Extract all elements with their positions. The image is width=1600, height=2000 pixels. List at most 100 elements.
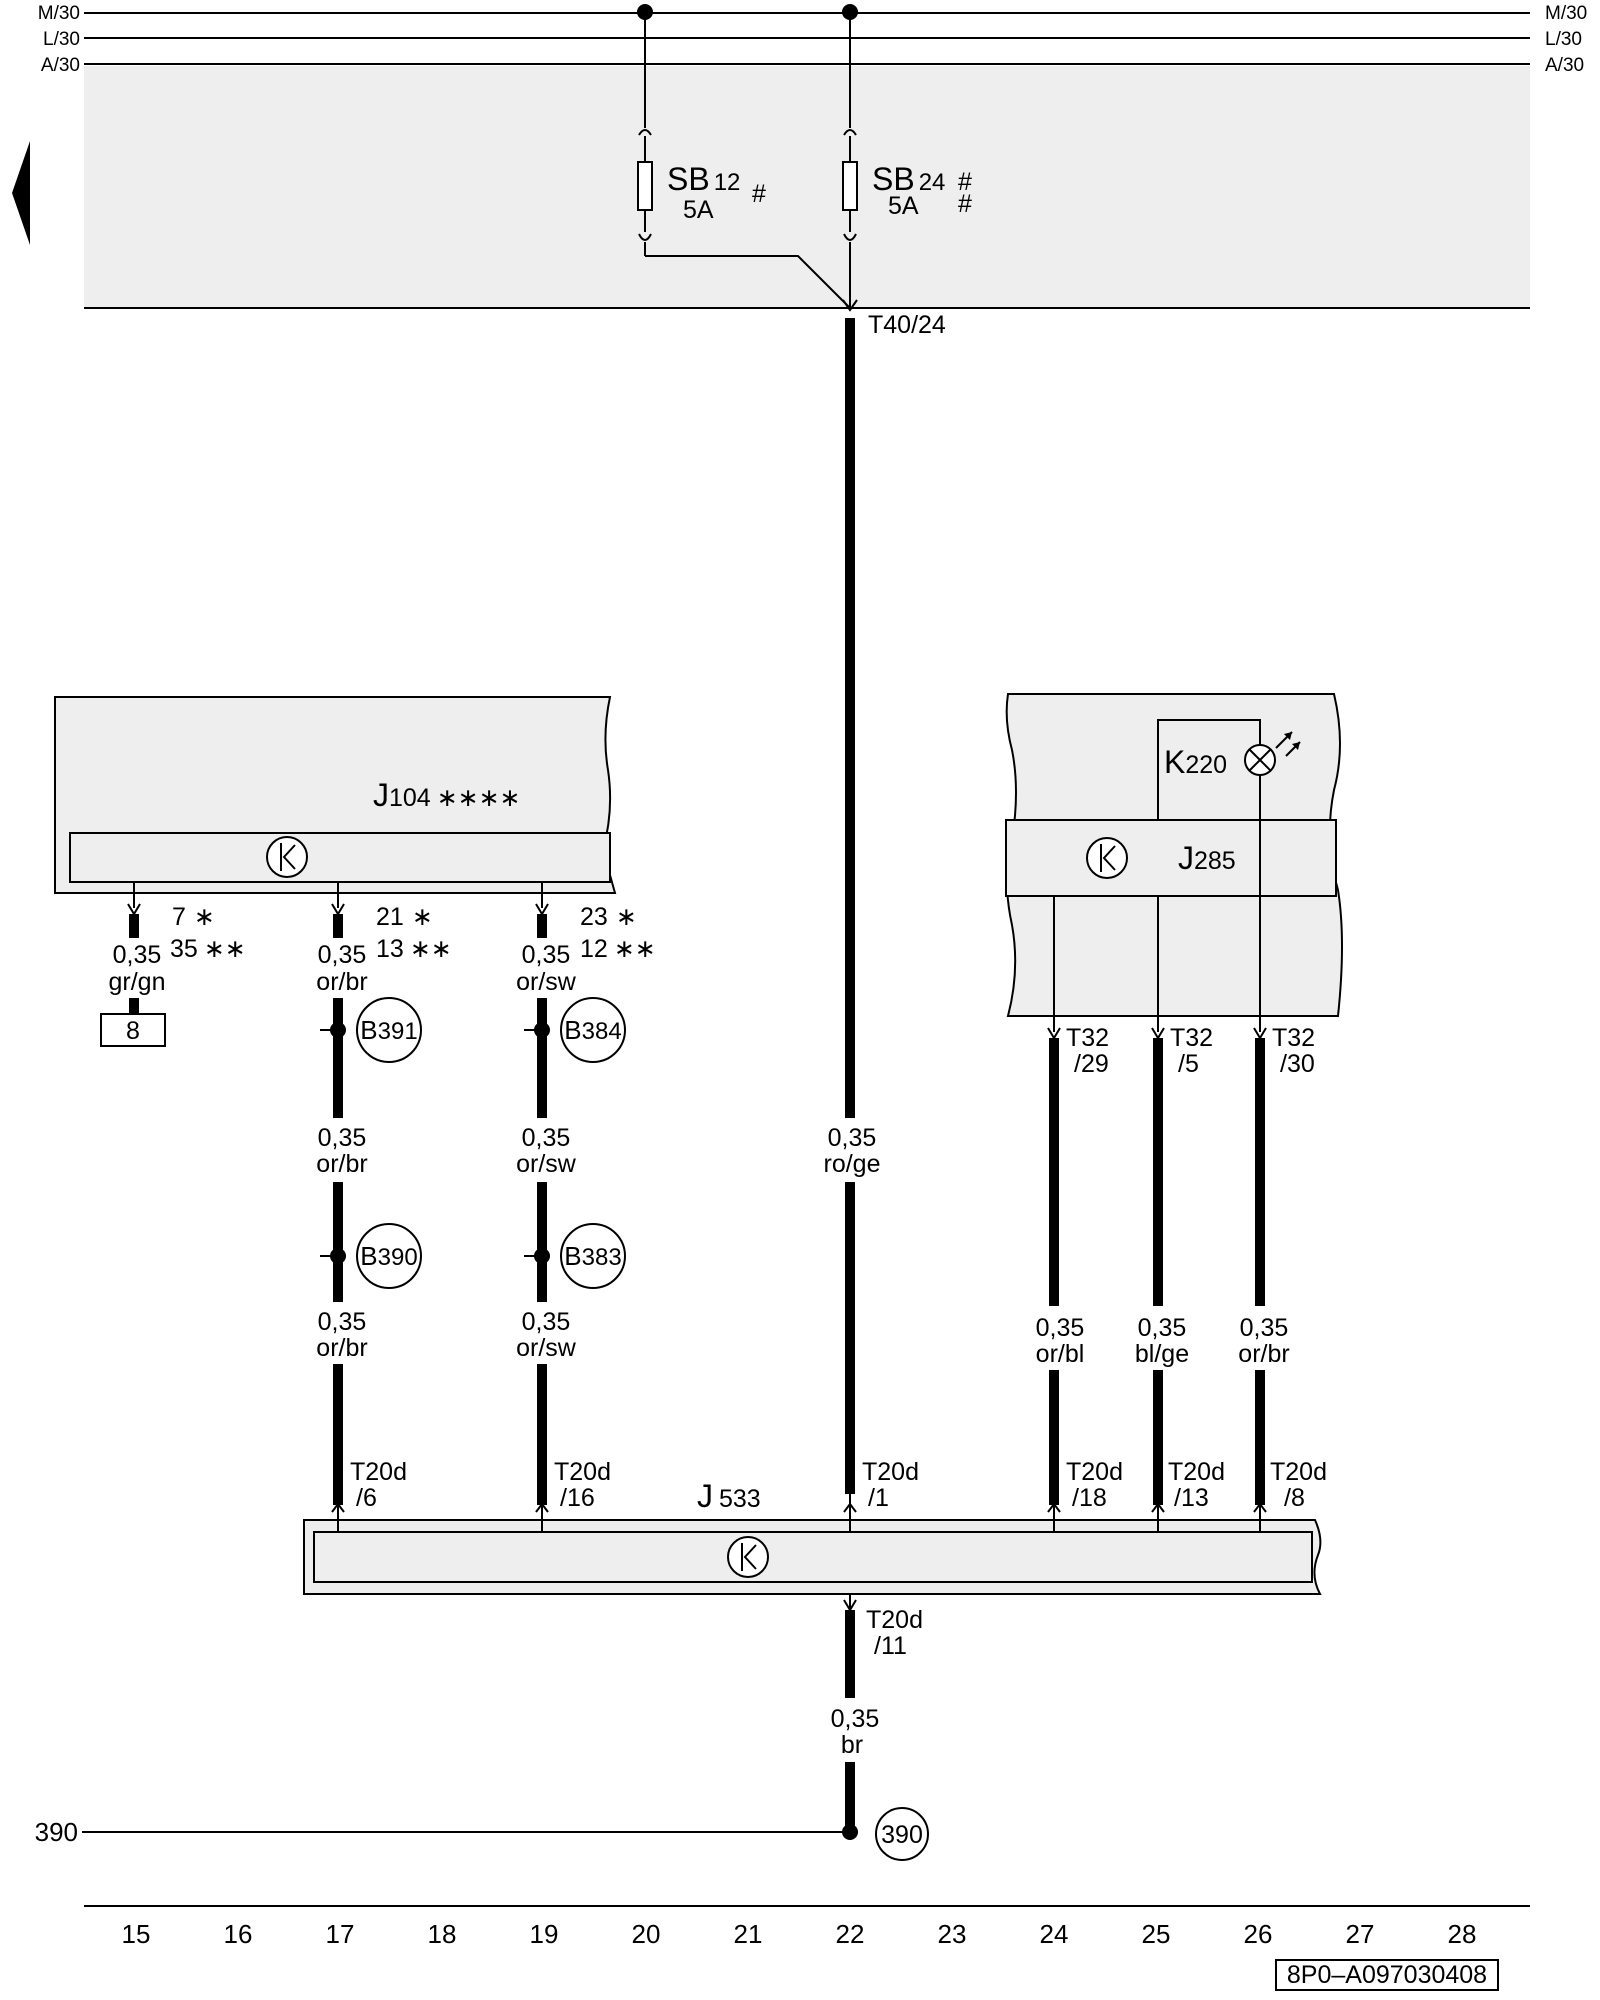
connection-point-b384[interactable] xyxy=(524,997,626,1063)
module-j533-bus xyxy=(313,1531,1313,1583)
j533-pin-18-b: /18 xyxy=(1072,1484,1107,1512)
column-number: 16 xyxy=(224,1919,253,1949)
column-numbers: 15 16 17 18 19 20 21 22 23 24 25 26 27 2… xyxy=(122,1919,1477,1949)
column-number: 28 xyxy=(1448,1919,1477,1949)
connector-t40-arrow xyxy=(842,299,858,312)
j533-pin-1-a: T20d xyxy=(862,1458,919,1486)
j285-pin-26-a: T32 xyxy=(1272,1024,1315,1052)
module-j104-bus xyxy=(69,832,611,883)
wire-gr-gn-size: 0,35 xyxy=(113,941,162,969)
fuse-sb24-mark-1: # xyxy=(958,168,972,196)
wire-or-bl-size: 0,35 xyxy=(1036,1314,1085,1342)
wire-br-color: br xyxy=(841,1731,863,1759)
j104-pin-15-b: 35∗∗ xyxy=(170,935,246,963)
j533-pin-1-b: /1 xyxy=(868,1484,889,1512)
wire-or-br-26-color: or/br xyxy=(1238,1340,1289,1368)
j285-pin-25-b: /5 xyxy=(1178,1050,1199,1078)
j533-pin-11-b: /11 xyxy=(874,1632,907,1660)
wire-or-sw-size: 0,35 xyxy=(522,941,571,969)
column-number: 25 xyxy=(1142,1919,1171,1949)
ground-point-390-label: 390 xyxy=(881,1821,923,1849)
light-emission-icon xyxy=(1275,731,1301,757)
j104-pin-17-a: 21∗ xyxy=(376,903,433,931)
column-number: 27 xyxy=(1346,1919,1375,1949)
wire-or-bl-color: or/bl xyxy=(1036,1340,1085,1368)
can-bus-icon-j533-glyph xyxy=(741,1543,757,1571)
module-j104-label: J104∗∗∗∗ xyxy=(373,777,521,813)
j533-pin-arrows xyxy=(331,1494,1267,1532)
j533-pin-16-b: /16 xyxy=(560,1484,595,1512)
document-id-box xyxy=(1275,1959,1499,1991)
j533-pin-13-a: T20d xyxy=(1168,1458,1225,1486)
j104-pin-15-a: 7∗ xyxy=(172,903,215,931)
j533-pin-16-a: T20d xyxy=(554,1458,611,1486)
fuse-sb12 xyxy=(637,12,851,309)
warning-lamp-icon-cross xyxy=(1248,748,1272,772)
rail-label-left-a30: A/30 xyxy=(41,55,80,76)
column-number: 22 xyxy=(836,1919,865,1949)
wire-or-sw-color: or/sw xyxy=(516,968,577,996)
j285-pin-26-b: /30 xyxy=(1280,1050,1315,1078)
column-number: 23 xyxy=(938,1919,967,1949)
wire-br-size: 0,35 xyxy=(831,1705,880,1733)
column-number: 24 xyxy=(1040,1919,1069,1949)
j533-pin-13-b: /13 xyxy=(1174,1484,1209,1512)
document-id: 8P0–A097030408 xyxy=(1287,1961,1487,1989)
ground-point-390[interactable] xyxy=(875,1807,929,1861)
j533-pin-11-a: T20d xyxy=(866,1606,923,1634)
ground-line-label: 390 xyxy=(35,1817,78,1847)
can-bus-icon-j285 xyxy=(1086,837,1128,879)
module-j285-label: J285 xyxy=(1178,840,1236,876)
j285-pin-24-a: T32 xyxy=(1066,1024,1109,1052)
column-number: 20 xyxy=(632,1919,661,1949)
connection-point-b383[interactable] xyxy=(524,1223,626,1289)
connection-point-b390-label: B390 xyxy=(360,1241,417,1271)
wire-or-br-26-size: 0,35 xyxy=(1240,1314,1289,1342)
fuse-sb24-mark-2: # xyxy=(958,190,972,218)
k220-label: K220 xyxy=(1164,744,1227,780)
can-bus-icon-j285-glyph xyxy=(1100,844,1116,872)
connection-point-b383-label: B383 xyxy=(564,1241,621,1271)
connection-point-b391-label: B391 xyxy=(360,1015,417,1045)
wire-or-sw-mid-size: 0,35 xyxy=(522,1124,571,1152)
can-bus-icon-j104-glyph xyxy=(280,843,296,871)
j533-pin-6-b: /6 xyxy=(356,1484,377,1512)
connection-point-b390[interactable] xyxy=(320,1223,422,1289)
wire-gr-gn-color: gr/gn xyxy=(109,968,166,996)
wire-or-sw-mid-color: or/sw xyxy=(516,1150,577,1178)
wire-ro-ge-color: ro/ge xyxy=(824,1150,881,1178)
j533-pin-6-a: T20d xyxy=(350,1458,407,1486)
reference-box-8[interactable] xyxy=(100,1013,166,1047)
ground-junction-dot xyxy=(842,1824,858,1840)
wire-bl-ge-size: 0,35 xyxy=(1138,1314,1187,1342)
wire-ro-ge-size: 0,35 xyxy=(828,1124,877,1152)
j285-pin-24-b: /29 xyxy=(1074,1050,1109,1078)
column-number: 18 xyxy=(428,1919,457,1949)
j533-pin-18-a: T20d xyxy=(1066,1458,1123,1486)
wire-or-br-mid-color: or/br xyxy=(316,1150,367,1178)
wire-or-br-mid-size: 0,35 xyxy=(318,1124,367,1152)
fuse-sb24 xyxy=(842,12,858,308)
j104-pin-19-a: 23∗ xyxy=(580,903,637,931)
rail-label-right-l30: L/30 xyxy=(1545,29,1582,50)
can-bus-icon-j533 xyxy=(727,1536,769,1578)
wire-or-sw-low-color: or/sw xyxy=(516,1334,577,1362)
rail-label-left-l30: L/30 xyxy=(43,29,80,50)
wire-or-br-color: or/br xyxy=(316,968,367,996)
fuse-box-area xyxy=(84,66,1530,308)
wire-or-br-low-size: 0,35 xyxy=(318,1308,367,1336)
fuse-sb24-rating: 5A xyxy=(888,192,919,220)
rail-label-left-m30: M/30 xyxy=(38,3,80,24)
j104-pin-19-b: 12∗∗ xyxy=(580,935,656,963)
previous-page-arrow-icon[interactable] xyxy=(12,141,30,245)
reference-box-8-label: 8 xyxy=(126,1017,140,1045)
wire-or-br-low-color: or/br xyxy=(316,1334,367,1362)
module-j285-bus xyxy=(1005,819,1337,897)
connection-point-b391[interactable] xyxy=(320,997,422,1063)
column-number: 26 xyxy=(1244,1919,1273,1949)
column-number: 21 xyxy=(734,1919,763,1949)
wire-or-br-size: 0,35 xyxy=(318,941,367,969)
